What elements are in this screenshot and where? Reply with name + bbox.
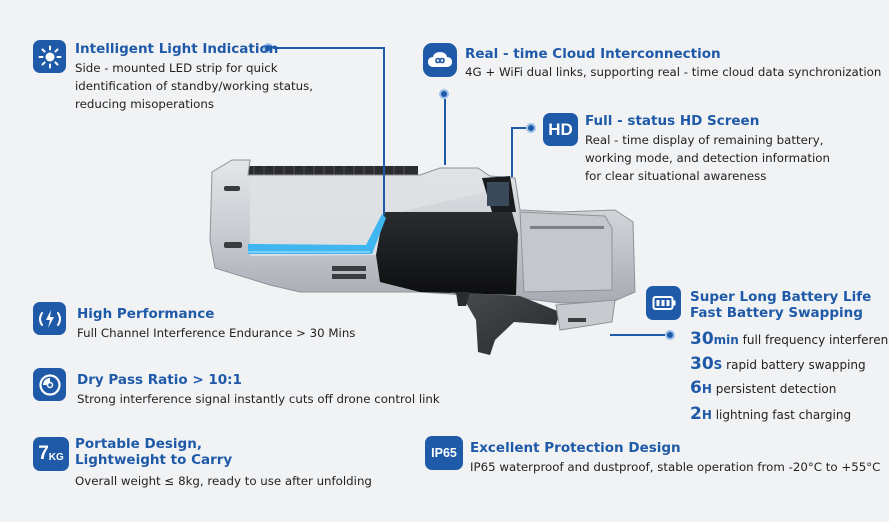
battery-icon [646,286,681,320]
battery-leader-h [610,334,665,336]
cloud-title: Real - time Cloud Interconnection [465,46,721,62]
portable-desc: Overall weight ≤ 8kg, ready to use after… [75,474,372,488]
light-desc-line1: Side - mounted LED strip for quick [75,61,278,75]
battery-spec-row: 30S rapid battery swapping [690,354,866,374]
protection-title: Excellent Protection Design [470,440,681,456]
hd-badge-icon: HD [543,113,578,146]
ratio-gauge-icon [33,368,66,401]
drypass-desc: Strong interference signal instantly cut… [77,392,440,406]
battery-spec-row: 6H persistent detection [690,378,837,398]
cloud-desc: 4G + WiFi dual links, supporting real - … [465,65,882,79]
cloud-leader-v [444,99,446,165]
light-desc-line2: identification of standby/working status… [75,79,313,93]
battery-leader-dot [665,330,675,340]
screen-leader-v [511,127,513,177]
dark-panel [376,212,518,295]
battery-title-line2: Fast Battery Swapping [690,305,863,321]
performance-title: High Performance [77,306,215,322]
light-leader-v [383,47,385,215]
light-title: Intelligent Light Indication [75,41,279,57]
portable-title-line1: Portable Design, [75,436,202,452]
signal-icon [33,302,66,335]
portable-title-line2: Lightweight to Carry [75,452,233,468]
screen-leader-h [512,127,526,129]
light-leader-h [273,47,384,49]
ip65-badge-icon: IP65 [425,436,463,470]
cloud-icon [423,43,457,77]
led-strip [248,214,386,254]
battery-title-line1: Super Long Battery Life [690,289,872,305]
light-leader-dot [263,43,273,53]
light-desc-line3: reducing misoperations [75,97,214,111]
battery-spec-row: 30min full frequency interference [690,329,889,349]
cloud-leader-dot [439,89,449,99]
screen-title: Full - status HD Screen [585,113,760,129]
screen-desc-line3: for clear situational awareness [585,169,767,183]
light-sun-icon [33,40,66,73]
drypass-title: Dry Pass Ratio > 10:1 [77,372,242,388]
screen-desc-line2: working mode, and detection information [585,151,830,165]
top-rail [248,166,418,175]
screen-leader-dot [526,123,536,133]
battery-spec-row: 2H lightning fast charging [690,404,852,424]
battery-compartment [519,211,613,293]
grip [450,292,560,355]
screen-desc-line1: Real - time display of remaining battery… [585,133,824,147]
protection-desc: IP65 waterproof and dustproof, stable op… [470,460,881,474]
performance-desc: Full Channel Interference Endurance > 30… [77,326,356,340]
